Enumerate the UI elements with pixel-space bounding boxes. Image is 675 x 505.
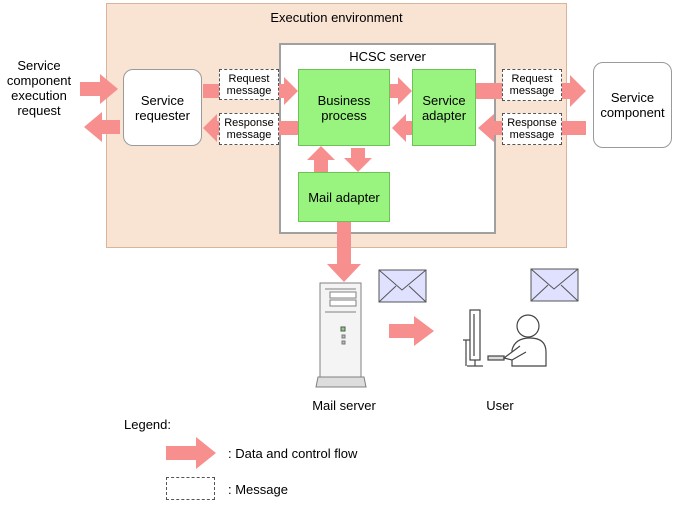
- arrow-mailserver-to-user: [389, 316, 434, 346]
- execution-environment-label: Execution environment: [270, 10, 403, 25]
- service-adapter: Service adapter: [412, 69, 476, 146]
- response-message-right: Response message: [502, 113, 562, 145]
- arrow-response-out: [84, 112, 120, 142]
- business-process: Business process: [298, 69, 390, 146]
- arrow-adapter-to-mailserver: [327, 222, 361, 282]
- response-message-left: Response message: [219, 113, 279, 145]
- arrow-request-in: [80, 74, 118, 104]
- service-requester: Service requester: [123, 69, 202, 146]
- user-label: User: [486, 398, 514, 413]
- hcsc-server-label: HCSC server: [349, 49, 426, 64]
- request-message-right: Request message: [502, 69, 562, 101]
- mail-adapter: Mail adapter: [298, 172, 390, 222]
- mail-server-label: Mail server: [312, 398, 376, 413]
- service-component-execution-request: Service component execution request: [6, 58, 72, 118]
- legend-arrow: [166, 437, 216, 469]
- arrow-business-to-adapter: [390, 77, 412, 105]
- legend-title: Legend:: [124, 417, 171, 432]
- arrow-adapter-to-business: [392, 114, 412, 142]
- service-component: Service component: [593, 62, 672, 148]
- legend-message-label: : Message: [228, 482, 288, 497]
- arrow-business-to-mail: [344, 148, 372, 172]
- arrow-mail-to-business: [307, 146, 335, 172]
- legend-message-swatch: [166, 477, 215, 500]
- request-message-left: Request message: [219, 69, 279, 100]
- legend-flow-label: : Data and control flow: [228, 446, 358, 461]
